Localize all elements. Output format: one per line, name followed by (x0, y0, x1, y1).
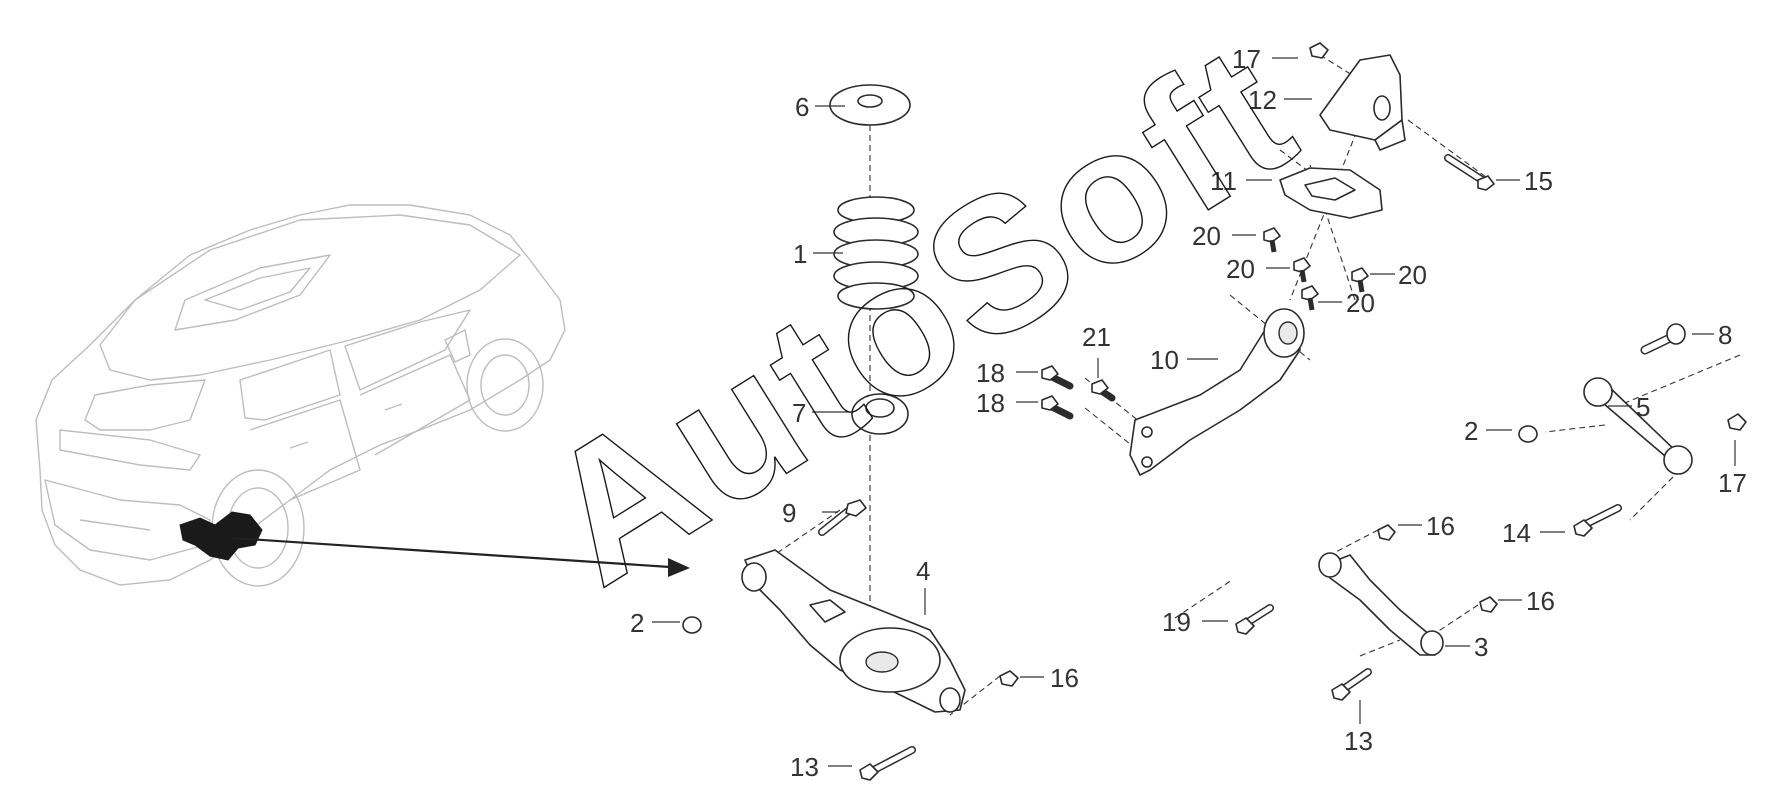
callout-16-lower: 16 (1050, 663, 1079, 693)
bolt-20c (1351, 267, 1369, 293)
callout-13-lower: 13 (790, 752, 819, 782)
bolt-15 (1444, 154, 1495, 191)
upper-control-arm (1318, 552, 1444, 656)
callout-3: 3 (1474, 632, 1488, 662)
washer-2-left (682, 616, 702, 634)
bolt-18b (1041, 395, 1074, 420)
bolt-8 (1640, 323, 1686, 355)
trailing-arm (1129, 308, 1305, 476)
callout-12: 12 (1248, 85, 1277, 115)
vehicle-locator-illustration (35, 204, 690, 587)
callout-18b: 18 (976, 388, 1005, 418)
callout-leaders (652, 57, 1736, 767)
bolt-19 (1235, 604, 1274, 635)
callout-2-right: 2 (1464, 416, 1478, 446)
callout-7: 7 (792, 398, 806, 428)
callout-13-right: 13 (1344, 726, 1373, 756)
callout-6: 6 (795, 92, 809, 122)
callout-11: 11 (1210, 166, 1237, 196)
nut-16-toe-link (1479, 596, 1498, 613)
callout-9: 9 (782, 498, 796, 528)
toe-link (1583, 377, 1693, 475)
bolt-20d (1301, 285, 1319, 311)
callout-5: 5 (1636, 392, 1650, 422)
callout-18a: 18 (976, 358, 1005, 388)
callout-16-toe: 16 (1526, 586, 1555, 616)
callout-10: 10 (1150, 345, 1179, 375)
lower-control-arm (741, 549, 966, 713)
bolt-13-lower (859, 746, 916, 781)
coil-spring (833, 196, 919, 310)
nut-17-mount (1309, 42, 1329, 59)
bolt-14 (1573, 504, 1622, 537)
upper-spring-seat (829, 84, 911, 126)
lower-spring-seat (851, 393, 909, 435)
callout-20d: 20 (1346, 288, 1375, 318)
autosoft-watermark: AutoSoft (509, 3, 1329, 625)
callout-16-upper: 16 (1426, 511, 1455, 541)
callout-20a: 20 (1192, 221, 1221, 251)
bolt-20a (1263, 227, 1281, 253)
nut-16-lower-arm (999, 670, 1019, 687)
callout-8: 8 (1718, 320, 1732, 350)
callout-2-left: 2 (630, 608, 644, 638)
washer-2-right (1518, 425, 1538, 443)
callout-21: 21 (1082, 322, 1111, 352)
callout-17-toe: 17 (1718, 468, 1747, 498)
bolt-20b (1293, 257, 1311, 283)
nut-16-upper-arm (1377, 524, 1396, 541)
callout-19: 19 (1162, 607, 1191, 637)
callout-15: 15 (1524, 166, 1553, 196)
callout-labels: 1 2 2 3 4 5 6 7 8 9 10 11 12 13 13 14 15… (630, 44, 1747, 782)
callout-17-mount: 17 (1232, 44, 1261, 74)
callout-20c: 20 (1398, 260, 1427, 290)
callout-14: 14 (1502, 518, 1531, 548)
bolt-9 (818, 499, 867, 536)
bolt-21 (1091, 379, 1116, 402)
bolt-18a (1041, 365, 1074, 390)
callout-4: 4 (916, 556, 930, 586)
mount-bracket (1279, 167, 1383, 219)
rubber-mount (1319, 54, 1406, 151)
callout-20b: 20 (1226, 254, 1255, 284)
bolt-13-right (1331, 668, 1372, 701)
nut-17-toe-link (1727, 413, 1747, 431)
callout-1: 1 (793, 239, 807, 269)
